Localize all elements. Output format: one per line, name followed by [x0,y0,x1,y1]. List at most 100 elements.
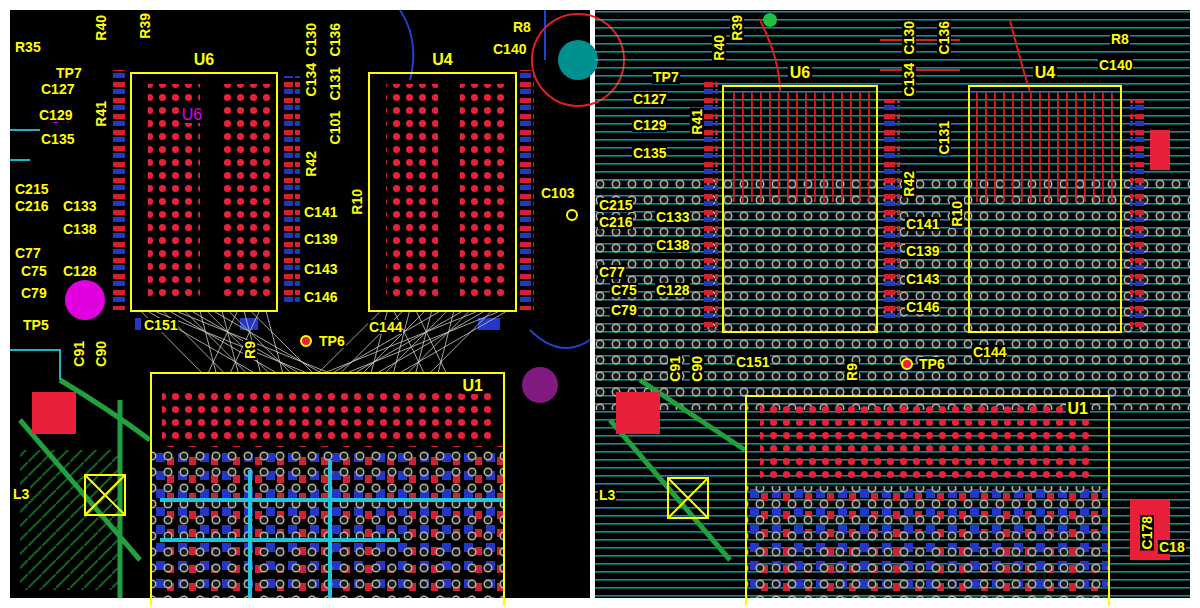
silkscreen-label: C143 [303,262,338,276]
board-graphic [704,80,718,330]
silkscreen-label: C134 [902,62,916,97]
board-graphic [85,475,125,515]
ratsnest-line [142,312,201,372]
ratsnest-line [349,312,498,372]
silkscreen-label: C146 [303,290,338,304]
board-graphic [746,486,1110,598]
board-graphic [160,460,505,598]
board-graphic [728,92,872,202]
silkscreen-label: R8 [1110,32,1130,46]
silkscreen-label: C130 [902,20,916,55]
board-graphic [10,130,60,380]
silkscreen-label: C178 [1140,515,1154,550]
silkscreen-label: C140 [492,42,527,56]
silkscreen-label: C90 [94,340,108,368]
component-outline: U4 [968,85,1122,333]
board-graphic [558,40,598,80]
silkscreen-label: C133 [62,199,97,213]
silkscreen-label: C215 [14,182,49,196]
ratsnest-line [215,312,320,372]
component-outline: U4U4 [368,72,517,312]
silkscreen-label: C143 [905,272,940,286]
silkscreen-label: R9 [243,340,257,360]
silkscreen-label: R10 [350,188,364,216]
board-graphic [1130,100,1144,330]
silkscreen-label: C151 [143,318,178,332]
silkscreen-label: R42 [902,170,916,198]
board-graphic [150,446,505,598]
silkscreen-label: C79 [610,303,638,317]
part-designator: U1 [461,378,485,394]
silkscreen-label: TP7 [652,70,680,84]
board-graphic [763,13,777,27]
board-graphic [746,486,1110,598]
silkscreen-label: C90 [690,355,704,383]
ratsnest-connection [319,312,505,372]
silkscreen-label: C130 [304,22,318,57]
silkscreen-label: R41 [94,100,108,128]
ratsnest-line [230,312,290,372]
silkscreen-label: C18 [1158,540,1186,554]
silkscreen-label: C103 [540,186,575,200]
silkscreen-label: C131 [328,66,342,101]
silkscreen-label: C144 [972,345,1007,359]
component-outline: U6U6 [130,72,278,312]
silkscreen-label: C75 [20,264,48,278]
board-graphic [162,392,496,444]
silkscreen-label: C129 [632,118,667,132]
silkscreen-label: C136 [328,22,342,57]
ratsnest-line [401,312,505,372]
silkscreen-label: L3 [12,487,30,501]
part-designator: U1 [1066,401,1090,417]
ratsnest-connection [142,312,327,372]
silkscreen-label: C216 [598,215,633,229]
silkscreen-label: R39 [730,14,744,42]
board-graphic [284,76,300,306]
part-designator: U4 [1033,65,1057,81]
silkscreen-label: C133 [655,210,690,224]
silkscreen-label: C135 [40,132,75,146]
silkscreen-label: C91 [668,355,682,383]
silkscreen-label: C91 [72,340,86,368]
silkscreen-label: C141 [905,217,940,231]
board-graphic [20,450,120,590]
silkscreen-label: C101 [328,110,342,145]
ratsnest-line [222,312,238,372]
silkscreen-label: C131 [937,120,951,155]
silkscreen-label: R10 [950,200,964,228]
ratsnest-line [431,312,491,372]
board-graphic [567,210,577,220]
silkscreen-label: C128 [655,283,690,297]
silkscreen-label: C79 [20,286,48,300]
silkscreen-label: C135 [632,146,667,160]
silkscreen-label: C144 [368,320,403,334]
silkscreen-label: R41 [690,108,704,136]
board-graphic [902,359,912,369]
silkscreen-label: R8 [512,20,532,34]
silkscreen-label: C129 [38,108,73,122]
silkscreen-label: TP6 [318,334,346,348]
board-graphic [301,336,311,346]
silkscreen-label: C151 [735,355,770,369]
silkscreen-label: C77 [14,246,42,260]
silkscreen-label: C136 [937,20,951,55]
silkscreen-label: C128 [62,264,97,278]
ratsnest-line [186,312,246,372]
silkscreen-label: TP6 [918,357,946,371]
silkscreen-label: C146 [905,300,940,314]
ratsnest-line [209,312,238,372]
board-graphic [760,20,1030,92]
part-designator: U4 [430,52,454,68]
ratsnest-line [208,312,268,372]
board-graphic [595,10,1190,598]
board-graphic [224,84,276,300]
part-designator: U6 [788,65,812,81]
silkscreen-label: L3 [598,488,616,502]
ratsnest-line [409,312,469,372]
silkscreen-label: C139 [905,244,940,258]
ratsnest-line [252,312,312,372]
silkscreen-label: C139 [303,232,338,246]
